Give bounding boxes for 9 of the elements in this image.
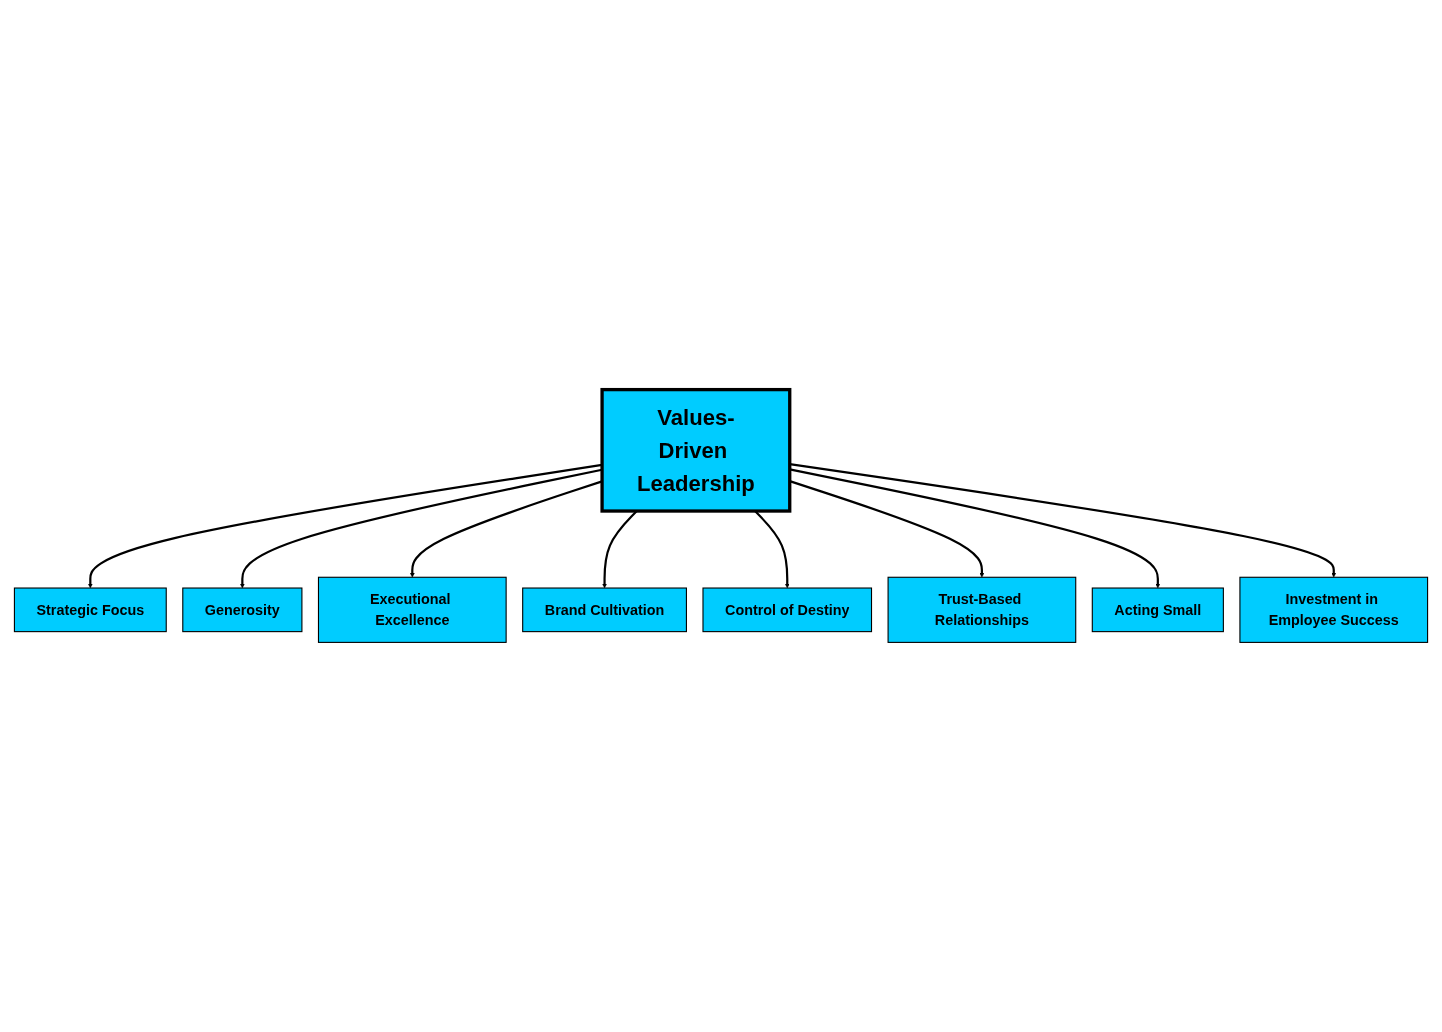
- node-box: Executional Excellence: [317, 576, 507, 643]
- node-box: Trust-Based Relationships: [887, 576, 1077, 643]
- node-box: Control of Destiny: [702, 587, 873, 633]
- node-box: Values-Driven Leadership: [600, 387, 792, 513]
- node-box: Brand Cultivation: [522, 587, 687, 633]
- node-box: Strategic Focus: [13, 587, 167, 633]
- node-box: Acting Small: [1091, 587, 1224, 633]
- node-box: Investment in Employee Success: [1239, 576, 1429, 643]
- node-box: Generosity: [182, 587, 303, 633]
